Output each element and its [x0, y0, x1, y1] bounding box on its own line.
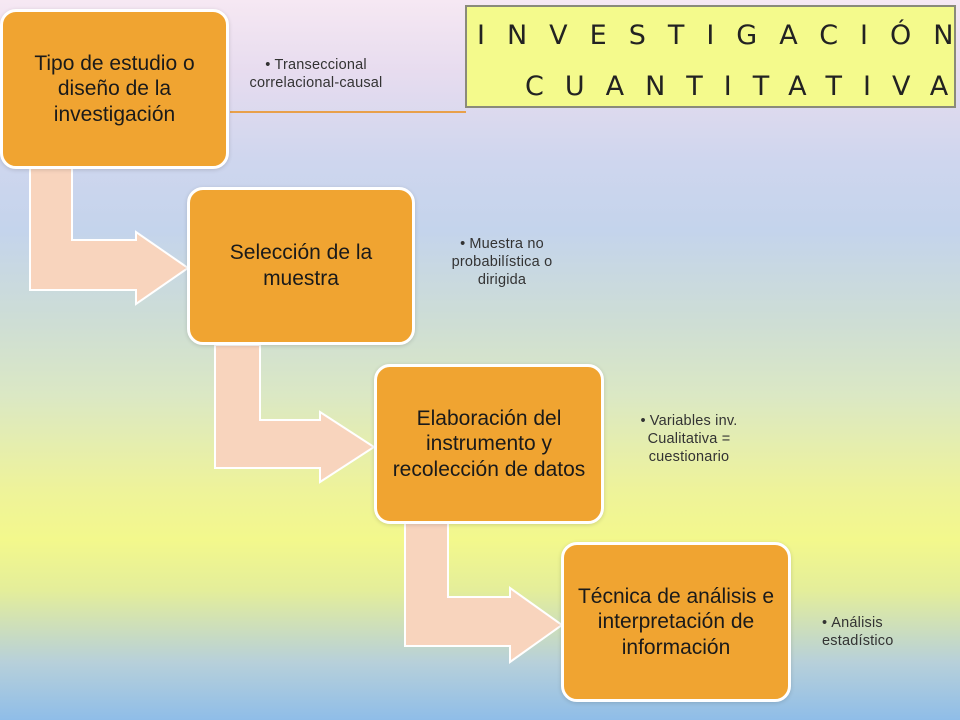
flow-arrow-2	[214, 344, 376, 484]
step-label-1: Tipo de estudio o diseño de la investiga…	[34, 51, 195, 126]
step-note-text-4: Análisis estadístico	[822, 615, 894, 650]
connector-line	[230, 111, 466, 113]
bullet-icon: •	[460, 236, 466, 252]
step-note-text-1: Transeccional correlacional-causal	[249, 57, 383, 92]
step-note-text-2: Muestra no probabilística o dirigida	[451, 236, 553, 289]
title-line-2: CUANTITATIVA	[525, 71, 960, 102]
step-box-4: Técnica de análisis e interpretación de …	[561, 542, 791, 702]
step-note-4: •Análisis estadístico	[822, 614, 940, 650]
step-note-1: •Transeccional correlacional-causal	[238, 56, 394, 92]
step-label-2: Selección de la muestra	[229, 241, 373, 290]
step-label-3: Elaboración del instrumento y recolecció…	[392, 406, 586, 481]
bullet-icon: •	[822, 615, 828, 631]
step-note-3: •Variables inv. Cualitativa = cuestionar…	[614, 412, 764, 466]
bullet-icon: •	[265, 57, 271, 73]
title-line-1: INVESTIGACIÓN	[477, 20, 960, 51]
step-label-4: Técnica de análisis e interpretación de …	[577, 584, 775, 659]
step-box-3: Elaboración del instrumento y recolecció…	[374, 364, 604, 524]
flow-arrow-1	[29, 165, 190, 306]
step-note-2: •Muestra no probabilística o dirigida	[432, 235, 572, 289]
step-box-1: Tipo de estudio o diseño de la investiga…	[0, 9, 229, 169]
step-box-2: Selección de la muestra	[187, 187, 415, 345]
bullet-icon: •	[640, 413, 646, 429]
title-box: INVESTIGACIÓN CUANTITATIVA	[465, 5, 956, 108]
flow-arrow-3	[404, 521, 564, 664]
step-note-text-3: Variables inv. Cualitativa = cuestionari…	[647, 413, 738, 466]
